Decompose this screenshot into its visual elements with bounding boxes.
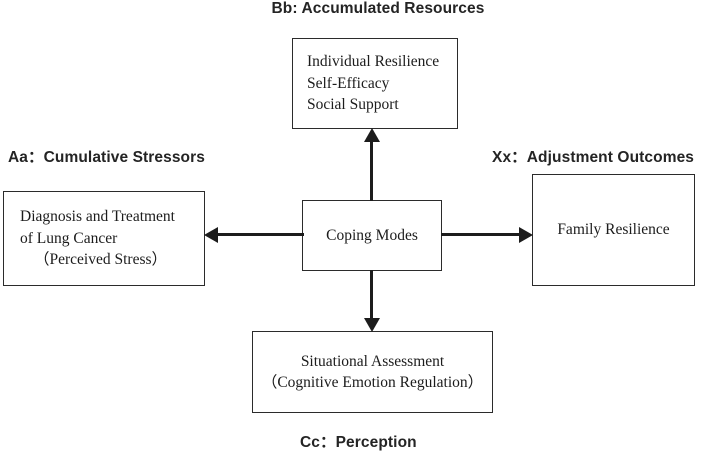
box-center-line-1: Coping Modes [326, 226, 418, 244]
box-top-line-3: Social Support [307, 96, 399, 114]
arrow-coping-to-perception-head-icon [364, 318, 380, 332]
box-right-line-1: Family Resilience [557, 221, 670, 239]
box-bottom-line-2: （Cognitive Emotion Regulation） [261, 374, 484, 391]
box-left-line-2: of Lung Cancer [20, 229, 118, 247]
box-adjustment-outcomes: Family Resilience [532, 174, 695, 286]
box-coping-modes: Coping Modes [302, 200, 442, 271]
arrow-coping-to-resources-head-icon [364, 128, 380, 142]
box-left-line-1: Diagnosis and Treatment [20, 208, 175, 226]
arrow-coping-to-outcomes-head-icon [519, 227, 533, 243]
box-top-line-1: Individual Resilience [307, 53, 440, 71]
arrow-coping-to-stressors-line [216, 233, 304, 236]
box-bottom-line-1: Situational Assessment [300, 352, 445, 370]
caption-adjustment-outcomes: Xx：Adjustment Outcomes [492, 149, 695, 166]
arrow-coping-to-resources-line [370, 140, 373, 201]
caption-cumulative-stressors: Aa：Cumulative Stressors [8, 149, 205, 166]
arrow-coping-to-perception-line [370, 270, 373, 320]
box-perception: Situational Assessment （Cognitive Emotio… [252, 331, 493, 413]
box-cumulative-stressors: Diagnosis and Treatment of Lung Cancer （… [3, 191, 205, 286]
box-accumulated-resources: Individual Resilience Self-Efficacy Soci… [292, 38, 458, 129]
caption-perception: Cc：Perception [300, 434, 417, 451]
arrow-coping-to-outcomes-line [441, 233, 521, 236]
arrow-coping-to-stressors-head-icon [204, 227, 218, 243]
box-left-line-3: （Perceived Stress） [34, 251, 168, 269]
box-top-line-2: Self-Efficacy [307, 74, 390, 92]
caption-accumulated-resources: Bb: Accumulated Resources [271, 0, 485, 17]
